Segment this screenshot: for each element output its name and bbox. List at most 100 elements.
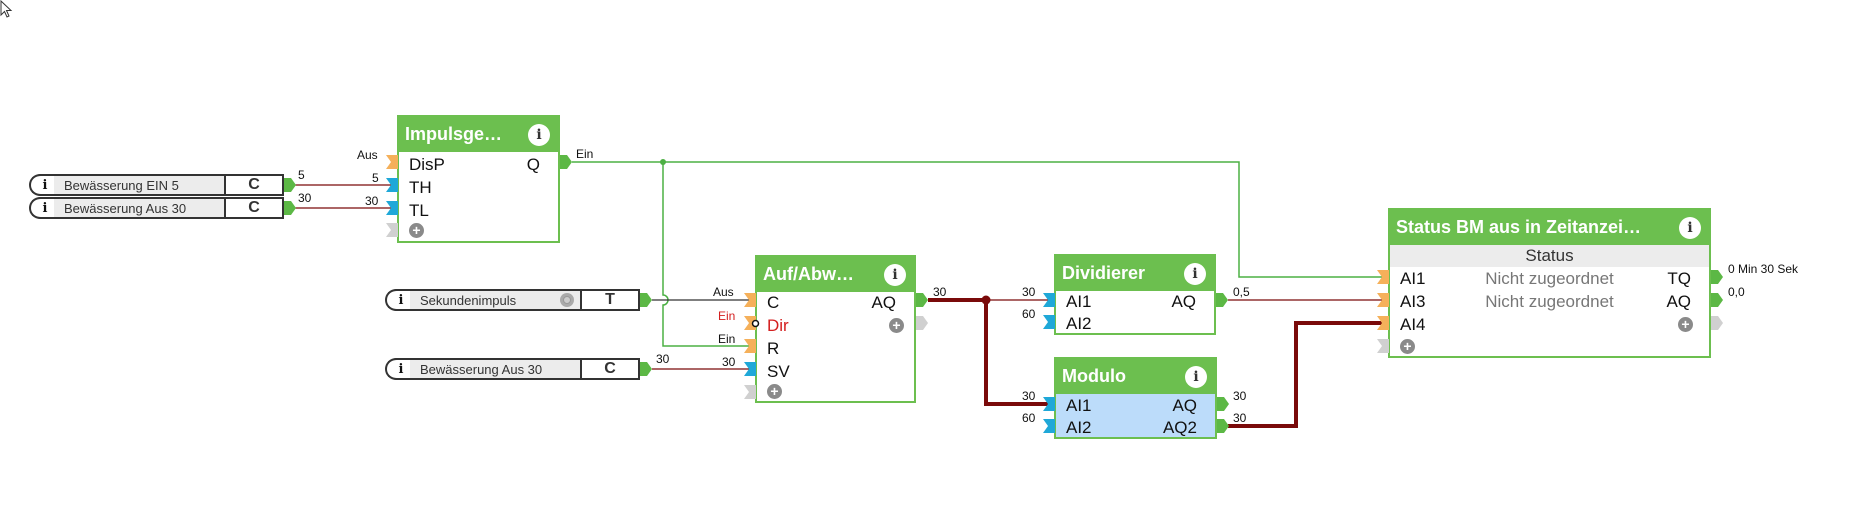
info-icon[interactable]: i bbox=[884, 264, 906, 286]
info-icon[interactable]: i bbox=[1185, 366, 1207, 388]
output-port[interactable] bbox=[916, 293, 928, 307]
block-header[interactable]: Auf/Abw… i bbox=[757, 257, 914, 292]
constant-cap bbox=[29, 174, 43, 196]
input-port-digital[interactable] bbox=[386, 155, 398, 169]
constant-type: C bbox=[580, 360, 638, 378]
wire-q-status-ai1 bbox=[572, 161, 1383, 278]
wire-junction-mod-ai1 bbox=[984, 300, 1050, 406]
add-output-icon[interactable]: + bbox=[889, 318, 904, 333]
add-input-icon[interactable]: + bbox=[409, 223, 424, 238]
input-value-label: 5 bbox=[372, 171, 379, 185]
function-block-dividierer[interactable]: Dividierer i AI1 AQ AI2 bbox=[1054, 254, 1216, 335]
input-port-analog[interactable] bbox=[1043, 397, 1055, 411]
input-assignment: Nicht zugeordnet bbox=[1485, 292, 1614, 311]
constant-cap bbox=[385, 289, 399, 311]
input-port-empty[interactable] bbox=[744, 385, 756, 399]
info-icon[interactable]: i bbox=[398, 292, 404, 308]
block-header[interactable]: Impulsge… i bbox=[399, 117, 558, 152]
input-name: AI4 bbox=[1400, 315, 1426, 334]
output-port[interactable] bbox=[640, 293, 652, 307]
info-icon[interactable]: i bbox=[42, 177, 48, 193]
input-port-digital[interactable] bbox=[744, 339, 756, 353]
input-name: R bbox=[767, 339, 780, 358]
input-port-analog[interactable] bbox=[1043, 293, 1055, 307]
input-name: AI3 bbox=[1400, 292, 1426, 311]
function-block-status-zeitanzeige[interactable]: Status BM aus in Zeitanzei… i Status AI1… bbox=[1388, 208, 1711, 358]
constant-name: Bewässerung EIN 5 bbox=[54, 176, 224, 194]
mouse-cursor-icon bbox=[0, 0, 13, 18]
input-port-empty[interactable] bbox=[386, 223, 398, 237]
function-block-auf-abw-zaehler[interactable]: Auf/Abw… i C AQ Dir + R SV + bbox=[755, 255, 916, 403]
output-port[interactable] bbox=[560, 155, 572, 169]
output-name: AQ bbox=[1666, 292, 1691, 311]
constant-block[interactable]: i Bewässerung EIN 5 C bbox=[29, 174, 284, 196]
output-port-empty[interactable] bbox=[916, 316, 928, 330]
input-name: AI2 bbox=[1066, 418, 1092, 437]
constant-cap bbox=[385, 358, 399, 380]
block-title: Status BM aus in Zeitanzei… bbox=[1396, 217, 1642, 237]
input-name: DisP bbox=[409, 155, 445, 174]
output-port-empty[interactable] bbox=[1711, 316, 1723, 330]
constant-name: Sekundenimpuls bbox=[410, 291, 580, 309]
add-output-icon[interactable]: + bbox=[1678, 317, 1693, 332]
constant-cap bbox=[29, 197, 43, 219]
input-port-empty[interactable] bbox=[1377, 339, 1389, 353]
block-title: Dividierer bbox=[1062, 263, 1146, 283]
output-port[interactable] bbox=[284, 178, 296, 192]
wire-q-aufabw-r bbox=[662, 162, 750, 347]
output-port[interactable] bbox=[1711, 270, 1723, 284]
input-value-label: 30 bbox=[1022, 285, 1036, 299]
constant-type: C bbox=[224, 176, 282, 194]
input-port-digital[interactable] bbox=[744, 293, 756, 307]
input-port-analog[interactable] bbox=[386, 201, 398, 215]
input-port-digital[interactable] bbox=[1377, 293, 1389, 307]
constant-name: Bewässerung Aus 30 bbox=[410, 360, 580, 378]
info-icon[interactable]: i bbox=[42, 200, 48, 216]
input-port-analog[interactable] bbox=[1043, 315, 1055, 329]
constant-block[interactable]: i Bewässerung Aus 30 C bbox=[385, 358, 640, 380]
input-value-label: 30 bbox=[1022, 389, 1036, 403]
input-name: AI2 bbox=[1066, 314, 1092, 333]
function-block-modulo[interactable]: Modulo i AI1 AQ AI2 AQ2 bbox=[1054, 357, 1217, 439]
info-icon[interactable]: i bbox=[1184, 263, 1206, 285]
output-value-label: 0 Min 30 Sek bbox=[1728, 262, 1799, 276]
block-title: Auf/Abw… bbox=[763, 264, 854, 284]
block-title: Modulo bbox=[1062, 366, 1126, 386]
output-port[interactable] bbox=[1217, 419, 1229, 433]
output-port[interactable] bbox=[640, 362, 652, 376]
output-port[interactable] bbox=[1217, 397, 1229, 411]
output-value-label: 30 bbox=[1233, 411, 1247, 425]
input-port-analog[interactable] bbox=[386, 178, 398, 192]
output-name: TQ bbox=[1667, 269, 1691, 288]
add-input-icon[interactable]: + bbox=[1400, 339, 1415, 354]
input-port-analog[interactable] bbox=[1043, 419, 1055, 433]
output-port[interactable] bbox=[284, 201, 296, 215]
block-header[interactable]: Dividierer i bbox=[1056, 256, 1214, 291]
info-icon[interactable]: i bbox=[1679, 217, 1701, 239]
block-header[interactable]: Modulo i bbox=[1056, 359, 1215, 394]
info-icon[interactable]: i bbox=[398, 361, 404, 377]
input-value-label: Aus bbox=[357, 148, 378, 162]
wire-mod-status-ai4 bbox=[1228, 321, 1383, 428]
constant-block[interactable]: i Sekundenimpuls T bbox=[385, 289, 640, 311]
add-input-icon[interactable]: + bbox=[767, 384, 782, 399]
output-name: AQ2 bbox=[1162, 418, 1197, 437]
output-port[interactable] bbox=[1216, 293, 1228, 307]
input-port-digital[interactable] bbox=[1377, 316, 1389, 330]
constant-type: C bbox=[224, 199, 282, 217]
input-port-analog[interactable] bbox=[744, 362, 756, 376]
input-port-digital[interactable] bbox=[744, 316, 756, 330]
output-name: AQ bbox=[1172, 396, 1197, 415]
constant-block[interactable]: i Bewässerung Aus 30 C bbox=[29, 197, 284, 219]
output-port[interactable] bbox=[1711, 293, 1723, 307]
wire-value-label: 30 bbox=[656, 352, 670, 366]
info-icon[interactable]: i bbox=[528, 124, 550, 146]
function-block-impulsgeber[interactable]: Impulsge… i DisP Q TH TL + bbox=[397, 115, 560, 243]
input-name: TL bbox=[409, 201, 429, 220]
wire-value-label: 5 bbox=[298, 168, 305, 182]
input-assignment: Nicht zugeordnet bbox=[1485, 269, 1614, 288]
input-port-digital[interactable] bbox=[1377, 270, 1389, 284]
block-header[interactable]: Status BM aus in Zeitanzei… i bbox=[1390, 210, 1709, 245]
input-name: AI1 bbox=[1066, 396, 1092, 415]
